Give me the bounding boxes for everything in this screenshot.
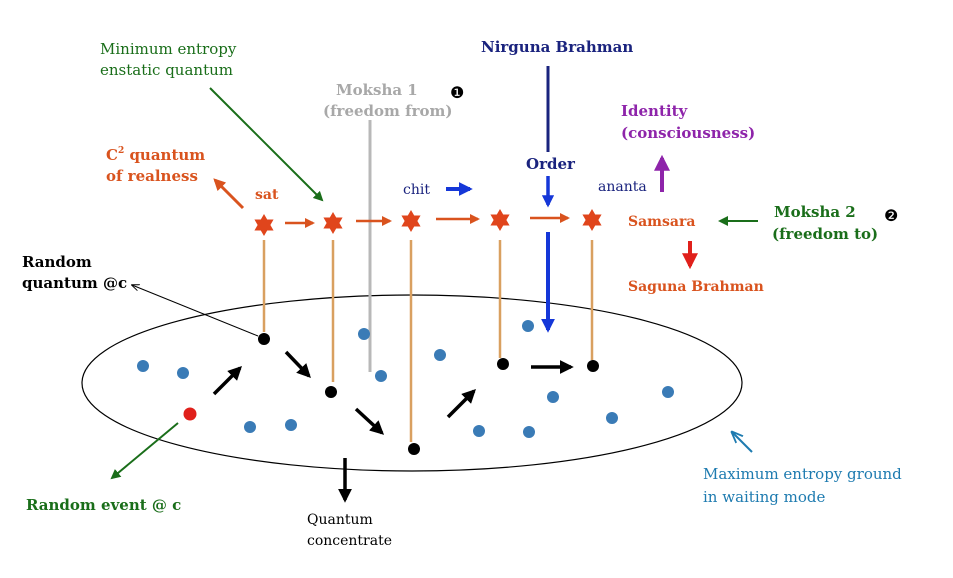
- ananta-label: ananta: [598, 179, 647, 195]
- min-entropy-label-2: enstatic quantum: [100, 61, 233, 79]
- circled-number-icon: ❷: [884, 206, 898, 225]
- c2-quantum-label: C2 quantum: [106, 146, 205, 164]
- quantum-threads: [262, 240, 594, 442]
- star-icon: [582, 209, 602, 231]
- star-icon: [323, 212, 343, 234]
- random-event-label: Random event @ c: [26, 496, 181, 514]
- moksha1-label: Moksha 1: [336, 81, 418, 99]
- max-entropy-label: Maximum entropy ground: [703, 465, 902, 483]
- chit-label: chit: [403, 182, 430, 198]
- nirguna-label: Nirguna Brahman: [481, 38, 633, 56]
- min-entropy-arrow: [209, 87, 324, 202]
- sat-arrow: [213, 178, 245, 210]
- sat-label: sat: [255, 187, 279, 203]
- quantum-path-arrows: [212, 350, 574, 503]
- random-quantum-arrow: [132, 285, 259, 337]
- random-quantum-label: Random: [22, 253, 92, 271]
- random-event-arrow: [110, 422, 179, 480]
- identity-label: Identity: [621, 102, 689, 120]
- quantum-concentrate-label: Quantum: [307, 512, 373, 528]
- quantum-path-nodes: [258, 333, 599, 455]
- identity-sub-label: (consciousness): [621, 124, 755, 142]
- quantum-concentrate-sub-label: concentrate: [307, 533, 392, 549]
- order-label: Order: [526, 155, 576, 173]
- saguna-label: Saguna Brahman: [628, 279, 764, 295]
- random-event-dot: [183, 407, 197, 421]
- samsara-label: Samsara: [628, 214, 695, 230]
- moksha1-sub-label: (freedom from): [323, 102, 452, 120]
- min-entropy-label: Minimum entropy: [100, 40, 237, 58]
- max-entropy-arrow: [732, 432, 753, 453]
- star-icon: [401, 210, 421, 232]
- random-quantum-sub-label: quantum @c: [22, 274, 127, 292]
- moksha2-sub-label: (freedom to): [772, 225, 878, 243]
- max-entropy-sub-label: in waiting mode: [703, 488, 826, 506]
- star-chain-arrows: [285, 213, 570, 228]
- circled-number-icon: ❶: [450, 83, 464, 102]
- moksha2-label: Moksha 2: [774, 203, 856, 221]
- star-icon: [490, 209, 510, 231]
- star-icon: [254, 214, 274, 236]
- ground-quanta: [137, 320, 674, 438]
- c2-realness-label: of realness: [106, 167, 198, 185]
